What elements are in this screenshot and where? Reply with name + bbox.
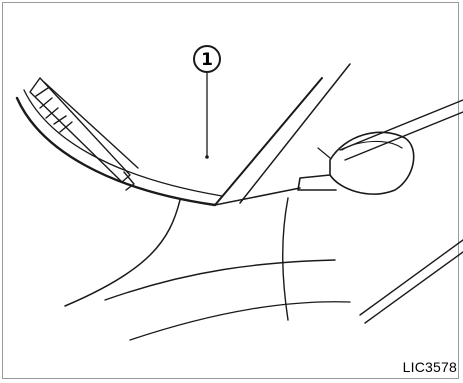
a-pillar-front — [215, 78, 322, 205]
a-pillar-rear — [240, 64, 350, 203]
side-body-line — [360, 240, 463, 315]
side-mirror — [298, 132, 414, 194]
figure-code-label: LIC3578 — [403, 359, 457, 375]
callout-target-dot — [205, 155, 209, 159]
wiper-arm — [30, 78, 138, 190]
hood-left-crease — [65, 200, 180, 306]
callout-number: 1 — [201, 50, 213, 70]
hood-contour-line — [105, 260, 335, 300]
door-window-line — [340, 100, 463, 150]
side-body-line-2 — [365, 252, 463, 323]
hood-lower-contour — [130, 302, 350, 340]
fender-crease — [283, 198, 288, 320]
door-window-line-2 — [345, 112, 463, 160]
